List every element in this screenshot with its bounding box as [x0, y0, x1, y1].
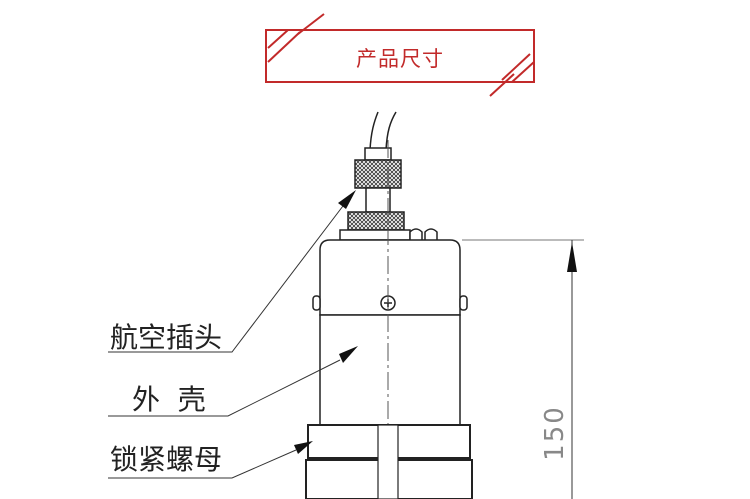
knurled-flange: [347, 211, 405, 231]
label-housing: 外 壳: [132, 383, 206, 416]
leader-housing: [108, 359, 341, 417]
accent-stroke-bottom-right: [501, 53, 531, 81]
dimension-value: 150: [540, 405, 570, 461]
leader-arrow-icon: [338, 190, 356, 209]
leader-arrow-icon: [339, 346, 358, 363]
accent-stroke-top-left: [267, 29, 289, 49]
side-lug-left: [312, 295, 321, 311]
section-title: 产品尺寸: [356, 47, 444, 71]
vent-bump-2: [424, 228, 438, 240]
label-lock-nut: 锁紧螺母: [110, 443, 223, 476]
connector-base: [339, 229, 411, 241]
accent-stroke-bottom-right-2: [511, 61, 535, 83]
accent-stroke-top-left-2: [267, 31, 301, 63]
knurled-coupling-nut: [354, 159, 402, 189]
leader-arrow-icon: [294, 441, 313, 454]
center-bore: [377, 424, 399, 499]
header-decoration: [267, 13, 535, 97]
cable: [369, 111, 397, 151]
connector-cap: [364, 147, 392, 161]
housing-body: [319, 314, 461, 426]
height-dimension: [462, 239, 584, 499]
upper-housing: [319, 239, 461, 316]
accent-stroke-bottom-right-3: [489, 73, 515, 97]
connector-neck: [365, 187, 391, 213]
vent-bump-1: [409, 228, 423, 240]
label-connector: 航空插头: [110, 321, 223, 354]
section-header: 产品尺寸: [265, 29, 535, 83]
accent-stroke-top-left-3: [297, 13, 325, 35]
dimension-arrow-icon: [567, 242, 577, 272]
leader-nut: [108, 449, 297, 479]
side-lug-right: [459, 295, 468, 311]
leader-connector: [108, 201, 347, 353]
